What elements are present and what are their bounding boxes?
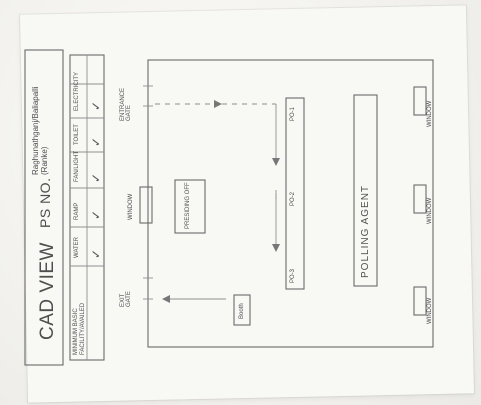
facility-column-electricity: ELECTRICITY (74, 71, 80, 111)
polling-agent-counter-box (353, 94, 378, 287)
presiding-officer-box (174, 179, 206, 234)
right-window-top-label: WINDOW (427, 100, 433, 127)
right-window-bottom-label: WINDOW (427, 297, 433, 324)
header-title-box (24, 49, 64, 366)
right-window-middle-box (413, 184, 427, 214)
entrance-gate-label: ENTRANCE GATE (120, 87, 132, 121)
left-window-label: WINDOW (128, 193, 134, 220)
facility-table-heading: MINIMUM BASIC FACILITY/AVAILED (73, 302, 86, 355)
right-window-top-box (413, 86, 427, 116)
facility-check-ramp: ✓ (89, 209, 104, 221)
exit-arrowhead (162, 295, 170, 303)
booth-box (233, 294, 251, 326)
entry-path-arrowhead (214, 100, 222, 108)
right-window-middle-label: WINDOW (427, 197, 433, 224)
right-window-bottom-box (413, 286, 427, 316)
left-window-box (139, 186, 153, 224)
facility-column-fan-light: FAN/LIGHT (74, 150, 80, 182)
facility-check-electricity: ✓ (89, 100, 104, 112)
exit-gate-label: EXIT GATE (120, 291, 132, 307)
po-1-label: PO-1 (290, 106, 296, 121)
facility-check-water: ✓ (89, 248, 104, 260)
booth-label: Booth (239, 303, 245, 319)
po-counter-box (285, 97, 305, 290)
presiding-officer-label: PRESIDING OFF (185, 182, 191, 229)
po-3-label: PO-3 (290, 268, 296, 283)
page-title-cad-view: CAD VIEW (37, 242, 58, 340)
facility-check-toilet: ✓ (89, 136, 104, 148)
flow-arrowhead-upper (272, 158, 280, 166)
facility-check-fan-light: ✓ (89, 172, 104, 184)
facility-column-ramp: RAMP (74, 202, 80, 220)
po-2-label: PO-2 (290, 191, 296, 206)
page-title-ps-label: PS NO. (37, 177, 53, 228)
polling-agent-label: POLLING AGENT (360, 184, 371, 278)
facility-column-water: WATER (74, 237, 80, 258)
flow-arrowhead-lower (272, 244, 280, 252)
polling-room-boundary (147, 59, 434, 348)
page-title-ps-value: Raghunathganj/Baliapalli (Ranke) (31, 86, 49, 175)
facility-column-toilet: TOILET (74, 124, 80, 145)
